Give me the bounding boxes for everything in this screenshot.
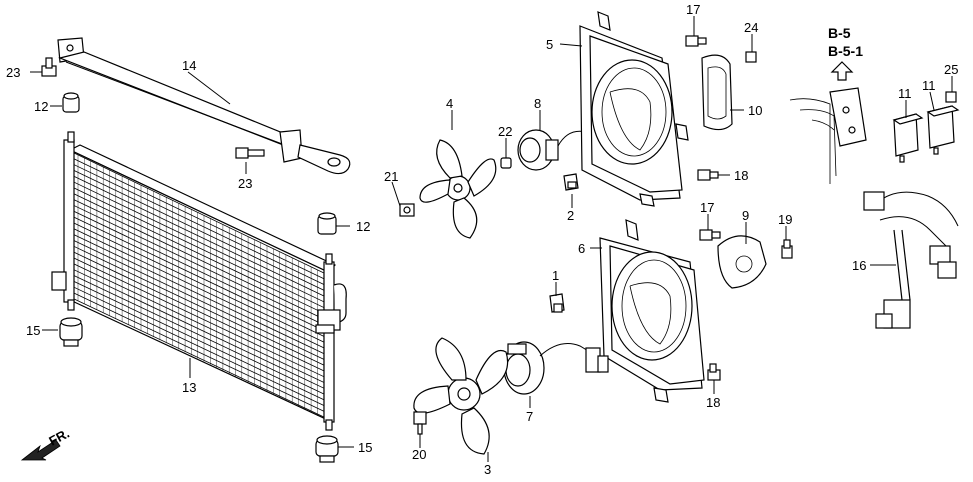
nut-22 (500, 157, 512, 169)
front-direction-arrow: FR. (20, 426, 72, 461)
callout-15: 15 (358, 440, 372, 455)
callout-16: 16 (852, 258, 866, 273)
callout-8: 8 (534, 96, 541, 111)
bolt-18-lower (707, 363, 721, 381)
callout-19: 19 (778, 212, 792, 227)
callout-11: 11 (898, 86, 912, 101)
wire-harness-16 (863, 191, 959, 329)
relay-11-right (926, 105, 960, 155)
condenser-fin (71, 274, 327, 396)
callout-18: 18 (734, 168, 748, 183)
cover-10 (701, 54, 733, 131)
condenser-fin (71, 262, 327, 384)
callout-17: 17 (686, 2, 700, 17)
callout-7: 7 (526, 409, 533, 424)
condenser-fin (71, 163, 327, 286)
fan-shroud-6 (599, 219, 705, 403)
cushion-15-right (315, 435, 339, 463)
condenser-fin (71, 151, 327, 275)
condenser-fin (71, 174, 327, 298)
callout-6: 6 (578, 241, 585, 256)
callout-15: 15 (26, 323, 40, 338)
bolt-19 (781, 239, 793, 259)
callout-numbers: 23 12 14 23 12 15 13 15 4 21 22 8 2 5 17… (6, 2, 958, 477)
cushion-12-upper (62, 92, 80, 113)
condenser-fin (71, 268, 327, 390)
condenser-fin (71, 250, 327, 373)
callout-13: 13 (182, 380, 196, 395)
chassis-outline (789, 87, 867, 184)
callout-23: 23 (6, 65, 20, 80)
cushion-12-right (317, 212, 337, 235)
callout-18: 18 (706, 395, 720, 410)
condenser-fin (71, 192, 327, 315)
clip-2 (563, 173, 579, 191)
callout-9: 9 (742, 208, 749, 223)
callout-3: 3 (484, 462, 491, 477)
reference-block: B-5 B-5-1 (828, 25, 863, 81)
bolt-17-lower (699, 229, 721, 241)
callout-12: 12 (356, 219, 370, 234)
condenser-fin (71, 180, 327, 304)
fan-3 (413, 337, 509, 455)
callout-11: 11 (922, 78, 936, 93)
bolt-18-upper (697, 169, 719, 181)
callout-25: 25 (944, 62, 958, 77)
callout-2: 2 (567, 208, 574, 223)
callout-21: 21 (384, 169, 398, 184)
condenser-fin (71, 227, 327, 350)
leader-lines (30, 16, 953, 462)
condenser-fin (71, 204, 327, 327)
condenser (51, 131, 347, 431)
condenser-fin (71, 233, 327, 356)
condenser-fin (71, 157, 327, 281)
callout-22: 22 (498, 124, 512, 139)
bolt-17-upper (685, 35, 707, 47)
condenser-fin (71, 215, 327, 338)
condenser-fin (71, 245, 327, 367)
callout-14: 14 (182, 58, 196, 73)
callout-20: 20 (412, 447, 426, 462)
condenser-fin (71, 169, 327, 292)
callout-5: 5 (546, 37, 553, 52)
upper-support-bracket (57, 37, 351, 175)
nut-24 (745, 51, 757, 63)
condenser-fin (71, 285, 327, 407)
bolt-21 (399, 203, 415, 217)
condenser-fin (71, 210, 327, 332)
nut-25 (945, 91, 957, 103)
fan-4 (419, 139, 497, 239)
reference-line-1: B-5 (828, 25, 851, 41)
clip-1 (549, 293, 565, 313)
condenser-fin (71, 291, 327, 413)
condenser-fin (71, 280, 327, 402)
callout-10: 10 (748, 103, 762, 118)
cover-9 (717, 235, 767, 289)
callout-4: 4 (446, 96, 453, 111)
fan-motor-7 (503, 341, 609, 395)
fan-shroud-5 (579, 11, 689, 207)
condenser-fin (71, 198, 327, 321)
callout-12: 12 (34, 99, 48, 114)
condenser-fin (71, 186, 327, 309)
callout-17: 17 (700, 200, 714, 215)
condenser-fin (71, 239, 327, 361)
bolt-20 (413, 411, 427, 435)
callout-23: 23 (238, 176, 252, 191)
condenser-fin (71, 297, 327, 419)
relay-11-left (892, 113, 924, 163)
up-arrow-icon (830, 61, 854, 81)
reference-line-2: B-5-1 (828, 43, 863, 59)
bolt-23-upper (41, 57, 57, 77)
condenser-fin (71, 256, 327, 379)
cushion-15-left (59, 317, 83, 347)
callout-24: 24 (744, 20, 758, 35)
condenser-fin (71, 221, 327, 344)
callout-1: 1 (552, 268, 559, 283)
bolt-23-lower (235, 147, 265, 159)
